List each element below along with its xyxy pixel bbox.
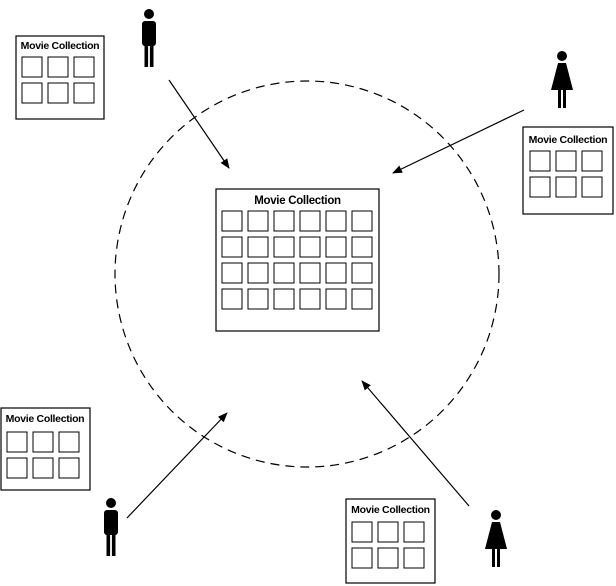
movie-thumbnail (377, 547, 399, 569)
movie-thumbnail (351, 288, 373, 310)
movie-thumbnail (351, 521, 373, 543)
movie-thumbnail (351, 547, 373, 569)
movie-thumbnail (299, 210, 321, 232)
movie-collection-top-left: Movie Collection (15, 35, 105, 120)
movie-thumbnail (47, 56, 69, 78)
arrow-bottom-right-person (361, 380, 470, 507)
movie-thumbnail (377, 521, 399, 543)
man-icon (142, 9, 156, 67)
movie-thumbnail (6, 431, 28, 453)
movie-thumbnail (21, 56, 43, 78)
movie-thumbnail (403, 547, 425, 569)
movie-thumbnail (247, 236, 269, 258)
movie-thumbnail (6, 457, 28, 479)
movie-thumbnail (299, 236, 321, 258)
arrow-top-person (168, 79, 230, 169)
movie-thumbnail (325, 288, 347, 310)
woman-icon (551, 51, 573, 108)
movie-thumbnail (273, 262, 295, 284)
movie-collection-bottom-left: Movie Collection (0, 407, 91, 491)
movie-collection-bottom-center: Movie Collection (345, 498, 436, 584)
movie-thumbnail (221, 288, 243, 310)
woman-icon (485, 510, 507, 567)
man-icon (104, 498, 118, 556)
movie-thumbnail (58, 457, 80, 479)
arrow-bottom-left-person (126, 412, 228, 519)
collection-title: Movie Collection (6, 413, 85, 425)
movie-thumbnail (32, 431, 54, 453)
movie-thumbnail (273, 236, 295, 258)
movie-thumbnail (351, 236, 373, 258)
movie-thumbnail (299, 288, 321, 310)
movie-grid (21, 56, 95, 104)
movie-thumbnail (581, 176, 603, 198)
movie-thumbnail (247, 210, 269, 232)
movie-thumbnail (221, 236, 243, 258)
collection-title: Movie Collection (529, 134, 608, 146)
movie-thumbnail (325, 210, 347, 232)
movie-thumbnail (221, 262, 243, 284)
movie-thumbnail (58, 431, 80, 453)
movie-thumbnail (247, 288, 269, 310)
movie-thumbnail (73, 56, 95, 78)
collection-frame (215, 188, 380, 332)
movie-thumbnail (273, 288, 295, 310)
movie-grid (221, 210, 373, 310)
center-movie-collection: Movie Collection (215, 188, 380, 332)
movie-thumbnail (47, 82, 69, 104)
movie-thumbnail (247, 262, 269, 284)
movie-thumbnail (273, 210, 295, 232)
movie-grid (351, 521, 425, 569)
movie-collection-right: Movie Collection (522, 126, 614, 215)
movie-thumbnail (529, 176, 551, 198)
movie-thumbnail (21, 82, 43, 104)
movie-thumbnail (351, 210, 373, 232)
collection-title: Movie Collection (21, 40, 100, 52)
movie-thumbnail (325, 236, 347, 258)
collection-title: Movie Collection (351, 504, 430, 516)
arrow-top-right-person (392, 109, 525, 174)
movie-thumbnail (325, 262, 347, 284)
movie-grid (6, 431, 80, 479)
movie-thumbnail (299, 262, 321, 284)
movie-thumbnail (529, 150, 551, 172)
movie-thumbnail (555, 150, 577, 172)
movie-thumbnail (73, 82, 95, 104)
movie-thumbnail (581, 150, 603, 172)
movie-thumbnail (555, 176, 577, 198)
collection-title: Movie Collection (254, 195, 341, 207)
shared-space-boundary (114, 80, 500, 468)
movie-grid (529, 150, 603, 198)
movie-thumbnail (221, 210, 243, 232)
movie-thumbnail (351, 262, 373, 284)
movie-thumbnail (403, 521, 425, 543)
movie-thumbnail (32, 457, 54, 479)
